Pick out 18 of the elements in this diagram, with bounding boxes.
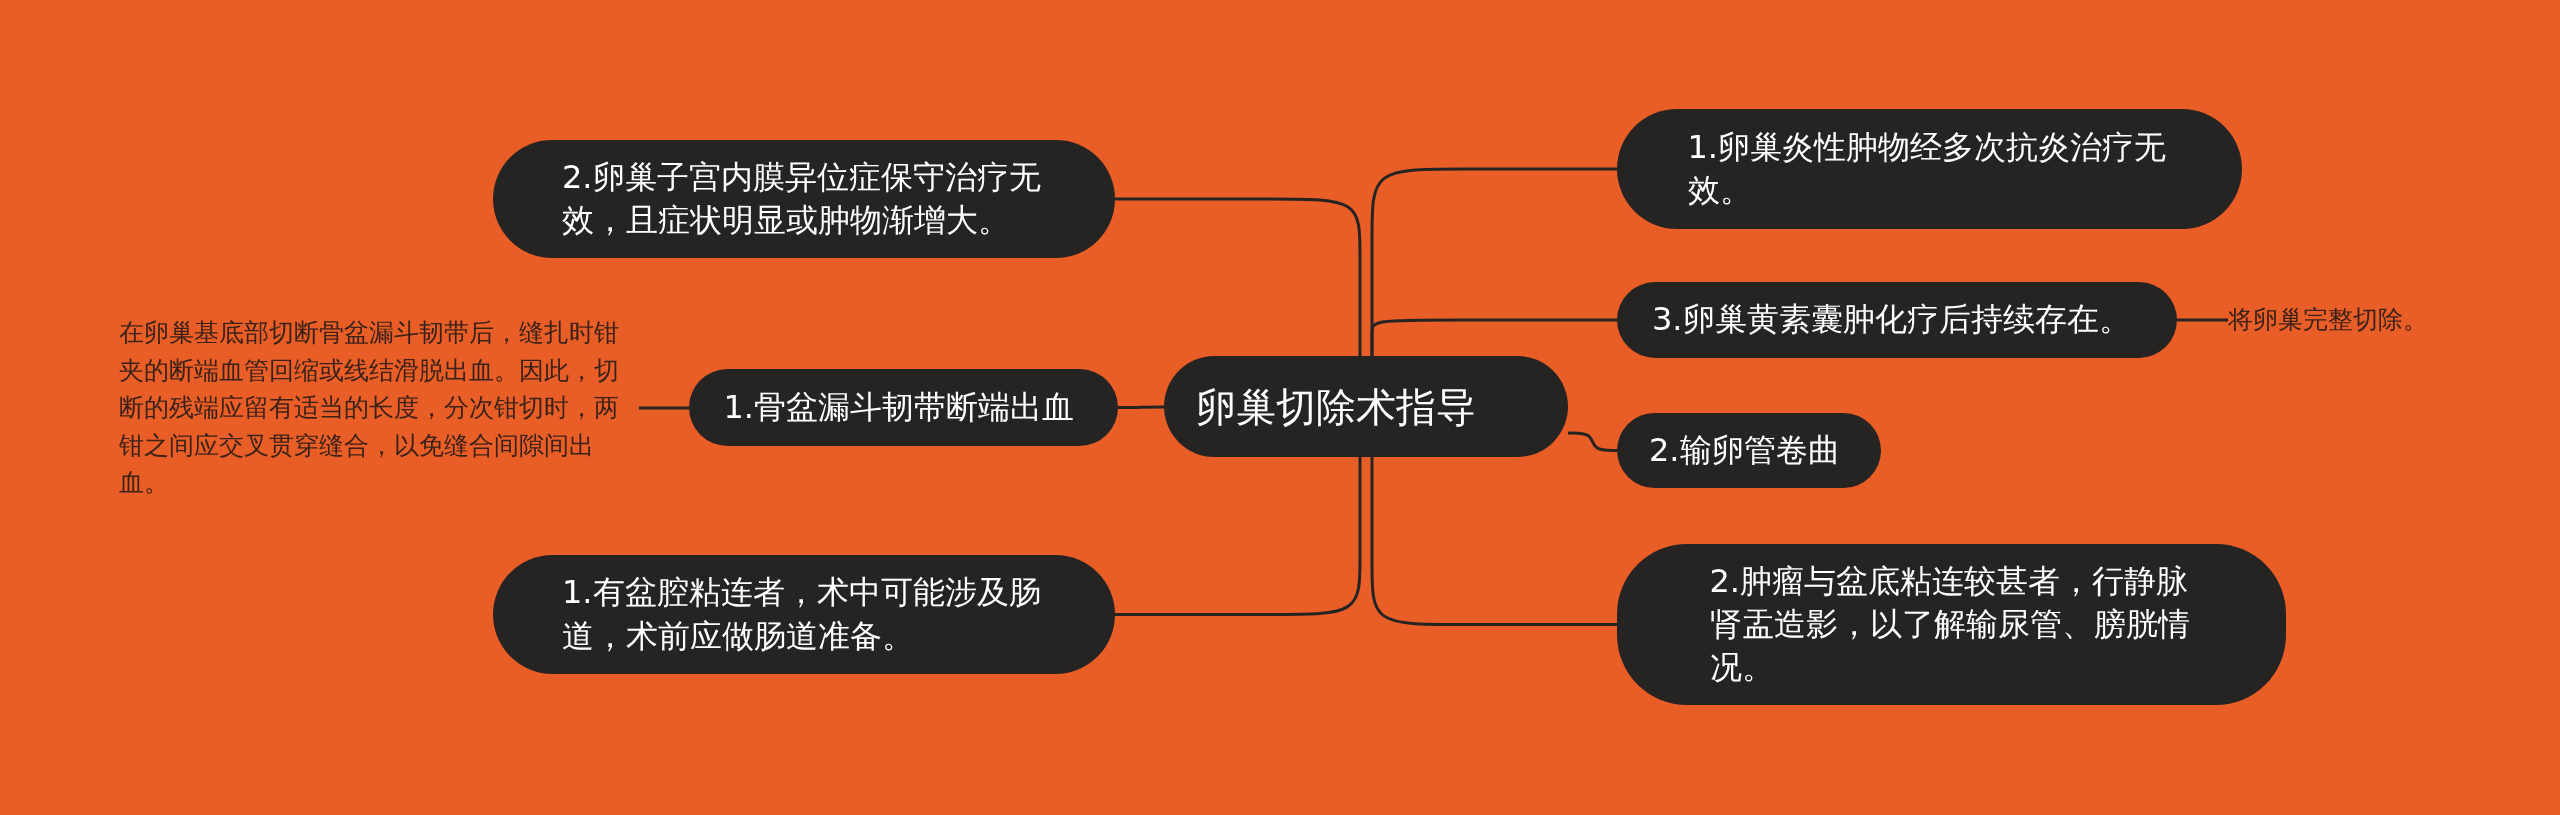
topic-text: 1.卵巢炎性肿物经多次抗炎治疗无效。 xyxy=(1687,126,2168,211)
connector-line xyxy=(1118,405,1164,409)
connector-line xyxy=(1568,431,1617,452)
topic-text: 2.输卵管卷曲 xyxy=(1649,429,1841,471)
connector-line xyxy=(639,406,689,410)
topic-text: 1.骨盆漏斗韧带断端出血 xyxy=(723,386,1076,428)
topic-text: 2.肿瘤与盆底粘连较甚者，行静脉肾盂造影，以了解输尿管、膀胱情况。 xyxy=(1709,560,2191,689)
topic-text: 卵巢切除术指导 xyxy=(1196,382,1477,432)
note-text: 在卵巢基底部切断骨盆漏斗韧带后，缝扎时钳夹的断端血管回缩或线结滑脱出血。因此，切断的残端应留有适当的长度，分次钳切时，两钳之间应交叉贯穿缝合，以免缝合间隙间出血。 xyxy=(119,317,620,500)
connector-line xyxy=(1370,457,1617,626)
connector-line xyxy=(1370,318,1617,356)
note-text: 将卵巢完整切除。 xyxy=(2228,304,2428,337)
topic-text: 2.卵巢子宫内膜异位症保守治疗无效，且症状明显或肿物渐增大。 xyxy=(562,156,1042,241)
topic-text: 3.卵巢黄素囊肿化疗后持续存在。 xyxy=(1652,299,2132,341)
connector-line xyxy=(2177,318,2228,322)
connector-line xyxy=(1115,197,1362,356)
connector-line xyxy=(1115,457,1362,616)
topic-text: 1.有盆腔粘连者，术中可能涉及肠道，术前应做肠道准备。 xyxy=(562,572,1042,657)
